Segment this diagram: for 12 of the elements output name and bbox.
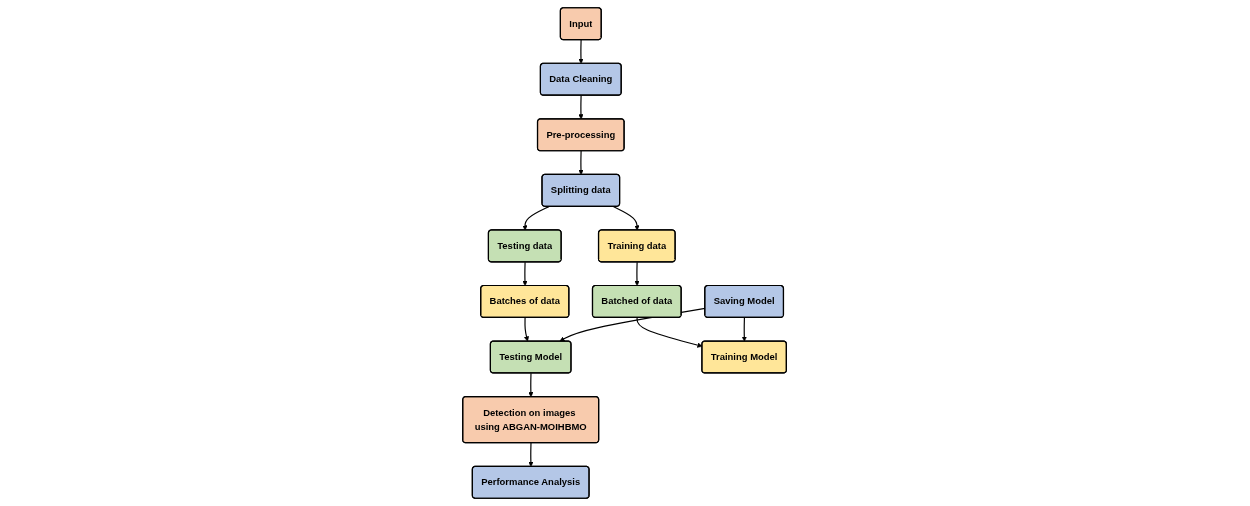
- arrow: [578, 150, 585, 175]
- arrow: [613, 206, 641, 231]
- arrow: [636, 317, 703, 348]
- arrow: [742, 317, 748, 342]
- arrow: [528, 442, 534, 467]
- arrow: [524, 317, 530, 342]
- arrow: [522, 261, 528, 287]
- arrow: [578, 39, 585, 64]
- arrow: [522, 206, 550, 231]
- arrow: [634, 261, 641, 287]
- arrow: [528, 372, 534, 398]
- arrow: [578, 94, 585, 120]
